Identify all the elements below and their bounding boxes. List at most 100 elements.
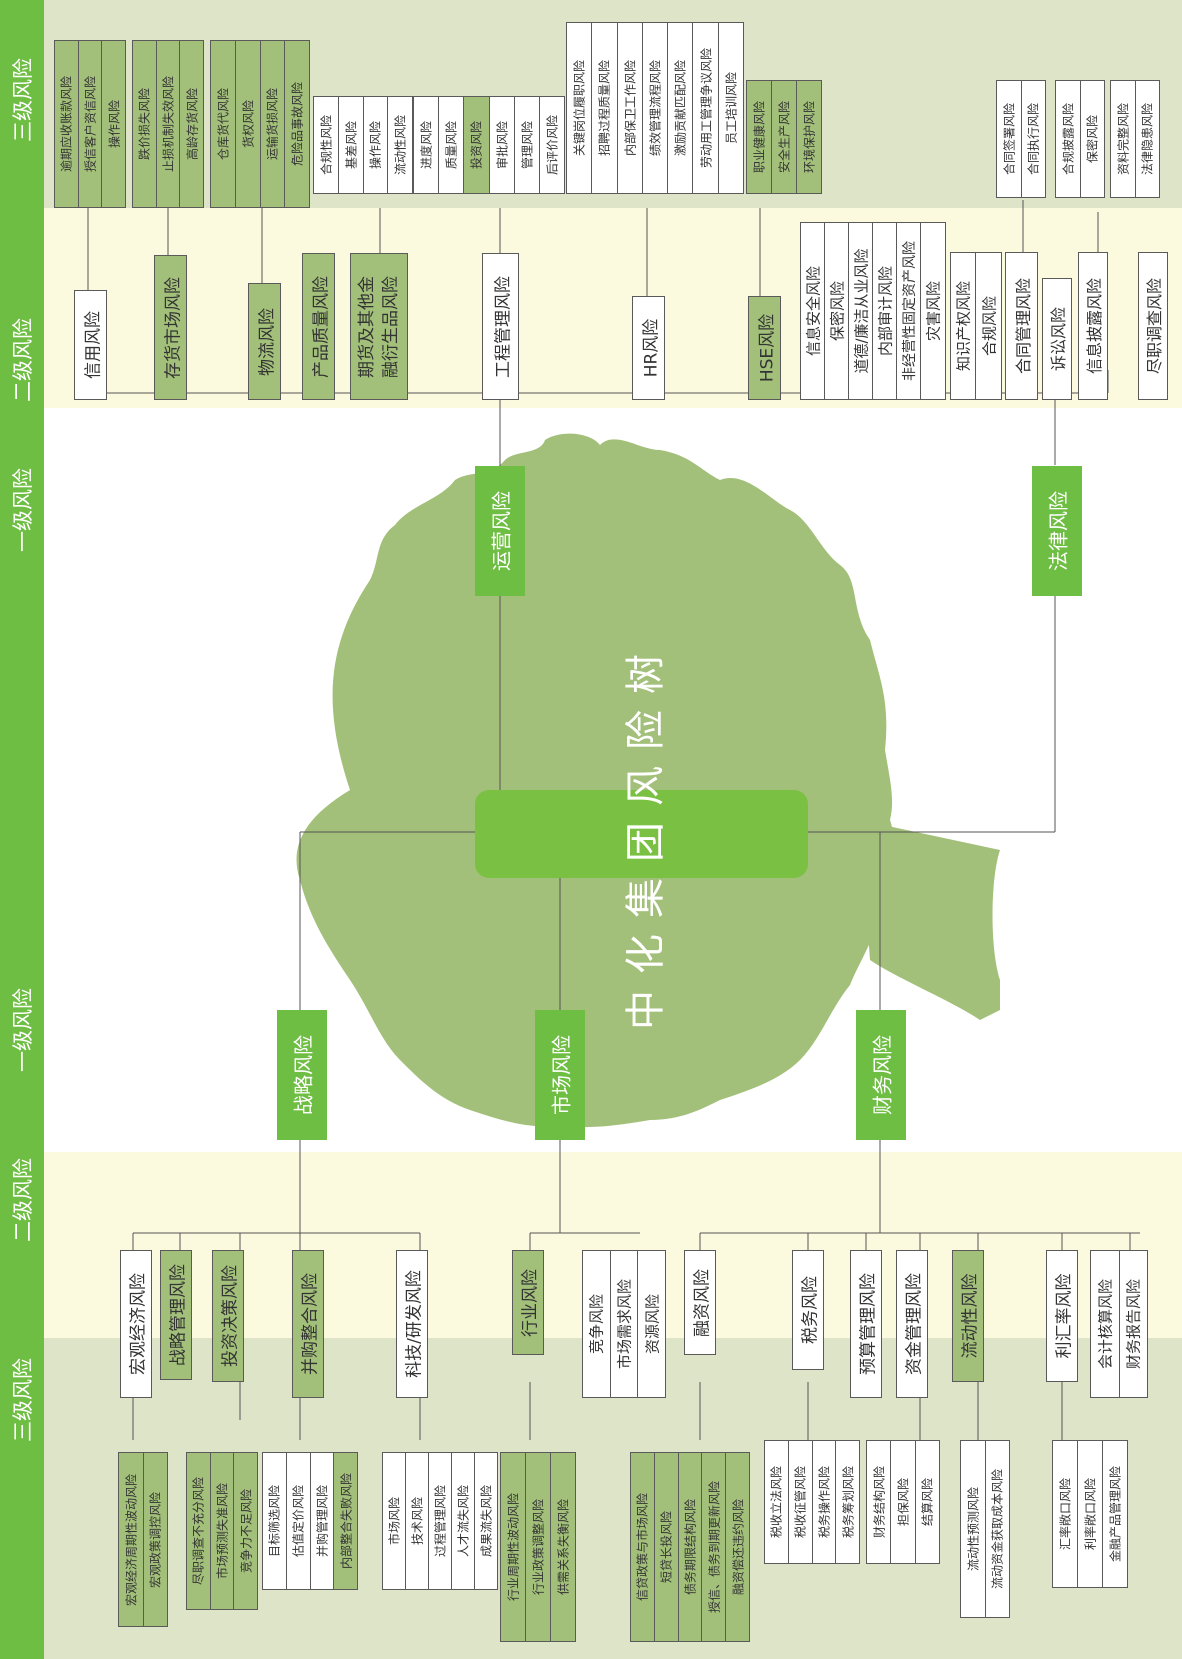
level3-hr-group: 关键岗位履职风险 招聘过程质量风险 内部保卫工作风险 绩效管理流程风险 激励贡献…	[566, 22, 744, 194]
level3-item: 资料完整风险	[1111, 81, 1136, 197]
level3-fx-group: 汇率敞口风险 利率敞口风险 金融产品管理风险	[1052, 1440, 1128, 1588]
level3-item: 高龄存货风险	[185, 87, 200, 161]
level3-item: 招聘过程质量风险	[592, 23, 618, 193]
level3-item: 竞争力不足风险	[239, 1488, 254, 1574]
level3-item: 安全生产风险	[772, 81, 797, 193]
level3-financing-group: 信贷政策与市场风险 短贷长投风险 债务期限结构风险 授信、债务到期更新风险 融资…	[630, 1452, 750, 1642]
level3-item: 成果流失风险	[479, 1484, 494, 1558]
level3-item: 利率敞口风险	[1078, 1441, 1103, 1587]
level3-item: 逾期应收账款风险	[55, 41, 79, 207]
level3-item: 行业周期性波动风险	[501, 1453, 526, 1641]
level3-item: 金融产品管理风险	[1108, 1465, 1123, 1563]
level3-item: 止损机制失效风险	[157, 41, 181, 207]
level3-item: 汇率敞口风险	[1053, 1441, 1078, 1587]
level2-ip-group: 知识产权风险 合规风险	[950, 252, 1002, 400]
level3-item: 过程管理风险	[429, 1453, 452, 1589]
level3-item: 宏观经济周期性波动风险	[119, 1453, 144, 1626]
level2-info-disclosure: 信息披露风险	[1078, 252, 1108, 400]
level3-item: 绩效管理流程风险	[643, 23, 669, 193]
level2-industry: 行业风险	[512, 1250, 544, 1355]
level3-item: 尽职调查不充分风险	[187, 1453, 211, 1609]
level2-litigation: 诉讼风险	[1042, 278, 1072, 400]
level3-item: 税收立法风险	[765, 1441, 789, 1563]
level1-strategy: 战略风险	[277, 1010, 327, 1140]
level3-credit-group: 逾期应收账款风险 授信客户资信风险 操作风险	[54, 40, 126, 208]
level3-item: 税务筹划风险	[841, 1465, 856, 1539]
level3-item: 信贷政策与市场风险	[631, 1453, 655, 1641]
level3-item: 授信客户资信风险	[79, 41, 103, 207]
level2-ethics: 道德/廉洁从业风险	[849, 223, 873, 399]
level2-accounting: 会计核算风险	[1091, 1251, 1120, 1397]
level3-item: 操作风险	[364, 97, 389, 193]
level3-futures-group: 合规性风险 基差风险 操作风险 流动性风险	[313, 96, 413, 194]
level2-market-demand: 市场需求风险	[611, 1251, 639, 1397]
level3-item: 授信、债务到期更新风险	[702, 1453, 727, 1641]
level3-macro-group: 宏观经济周期性波动风险 宏观政策调控风险	[118, 1452, 168, 1627]
level2-futures: 期货及其他金融衍生品风险	[350, 253, 408, 400]
futures-line1: 期货及其他金	[357, 275, 377, 378]
level2-competition: 竞争风险	[583, 1251, 611, 1397]
level3-item: 操作风险	[107, 99, 122, 149]
level2-mna: 并购整合风险	[292, 1250, 324, 1398]
level3-item: 管理风险	[515, 97, 540, 193]
level3-item: 职业健康风险	[747, 81, 772, 193]
level2-market-group: 竞争风险 市场需求风险 资源风险	[582, 1250, 666, 1398]
level3-due-group: 资料完整风险 法律隐患风险	[1110, 80, 1160, 198]
level2-fin-group: 会计核算风险 财务报告风险	[1090, 1250, 1148, 1398]
level3-item: 结算风险	[920, 1477, 935, 1527]
level3-item: 劳动用工管理争议风险	[693, 23, 719, 193]
level3-item: 供需关系失衡风险	[556, 1498, 571, 1596]
level2-hse: HSE风险	[748, 296, 781, 400]
level3-item: 合规披露风险	[1056, 81, 1081, 197]
level3-item: 流动性风险	[393, 114, 408, 176]
level3-item: 财务结构风险	[867, 1441, 892, 1563]
level3-inventory-group: 跌价损失风险 止损机制失效风险 高龄存货风险	[132, 40, 204, 208]
level3-mna-group: 目标筛选风险 估值定价风险 并购管理风险 内部整合失败风险	[262, 1452, 358, 1590]
level3-capital-group: 财务结构风险 担保风险 结算风险	[866, 1440, 940, 1564]
level3-item: 危险品事故风险	[290, 81, 305, 167]
level3-item: 法律隐患风险	[1140, 102, 1155, 176]
level2-confidential: 保密风险	[825, 223, 849, 399]
level2-financing: 融资风险	[684, 1250, 716, 1355]
level2-internal-audit: 内部审计风险	[873, 223, 897, 399]
level1-market: 市场风险	[535, 1010, 585, 1140]
level2-resource: 资源风险	[643, 1293, 662, 1355]
level2-engineering: 工程管理风险	[482, 253, 519, 400]
level3-item: 担保风险	[891, 1441, 916, 1563]
level3-item: 投资风险	[464, 97, 490, 193]
level3-industry-group: 行业周期性波动风险 行业政策调整风险 供需关系失衡风险	[500, 1452, 576, 1642]
level2-compliance: 合规风险	[980, 295, 998, 357]
level3-item: 市场风险	[383, 1453, 406, 1589]
level2-logistics: 物流风险	[248, 283, 281, 400]
level3-disclosure-group: 合规披露风险 保密风险	[1055, 80, 1105, 198]
level3-item: 员工培训风险	[724, 71, 739, 145]
level1-legal: 法律风险	[1032, 466, 1082, 596]
level2-info-security: 信息安全风险	[801, 223, 825, 399]
level3-item: 审批风险	[490, 97, 515, 193]
level1-operations: 运营风险	[475, 466, 525, 596]
level2-multi-group: 信息安全风险 保密风险 道德/廉洁从业风险 内部审计风险 非经营性固定资产风险 …	[800, 222, 946, 400]
level3-hse-group: 职业健康风险 安全生产风险 环境保护风险	[746, 80, 822, 194]
level3-item: 估值定价风险	[287, 1453, 311, 1589]
level3-item: 融资偿还违约风险	[731, 1498, 746, 1596]
level3-item: 合同签署风险	[997, 81, 1022, 197]
level3-item: 税务操作风险	[813, 1441, 837, 1563]
level2-fx-rate: 利汇率风险	[1046, 1250, 1078, 1382]
root-node: 中化集团风险树	[475, 638, 808, 1030]
level3-item: 进度风险	[414, 97, 440, 193]
level1-finance: 财务风险	[856, 1010, 906, 1140]
level3-item: 短贷长投风险	[655, 1453, 679, 1641]
level3-item: 仓库货代风险	[211, 41, 236, 207]
level2-inventory-market: 存货市场风险	[154, 255, 187, 400]
level3-item: 保密风险	[1085, 114, 1100, 164]
level3-engineering-group: 进度风险 质量风险 投资风险 审批风险 管理风险 后评价风险	[413, 96, 565, 194]
level3-item: 并购管理风险	[311, 1453, 335, 1589]
level2-contract-mgmt: 合同管理风险	[1005, 252, 1038, 400]
level2-credit: 信用风险	[74, 290, 107, 400]
level3-item: 市场预测失准风险	[211, 1453, 235, 1609]
level3-item: 内部保卫工作风险	[618, 23, 643, 193]
level2-budget: 预算管理风险	[850, 1250, 882, 1398]
level3-item: 货权风险	[236, 41, 261, 207]
level3-item: 债务期限结构风险	[679, 1453, 703, 1641]
